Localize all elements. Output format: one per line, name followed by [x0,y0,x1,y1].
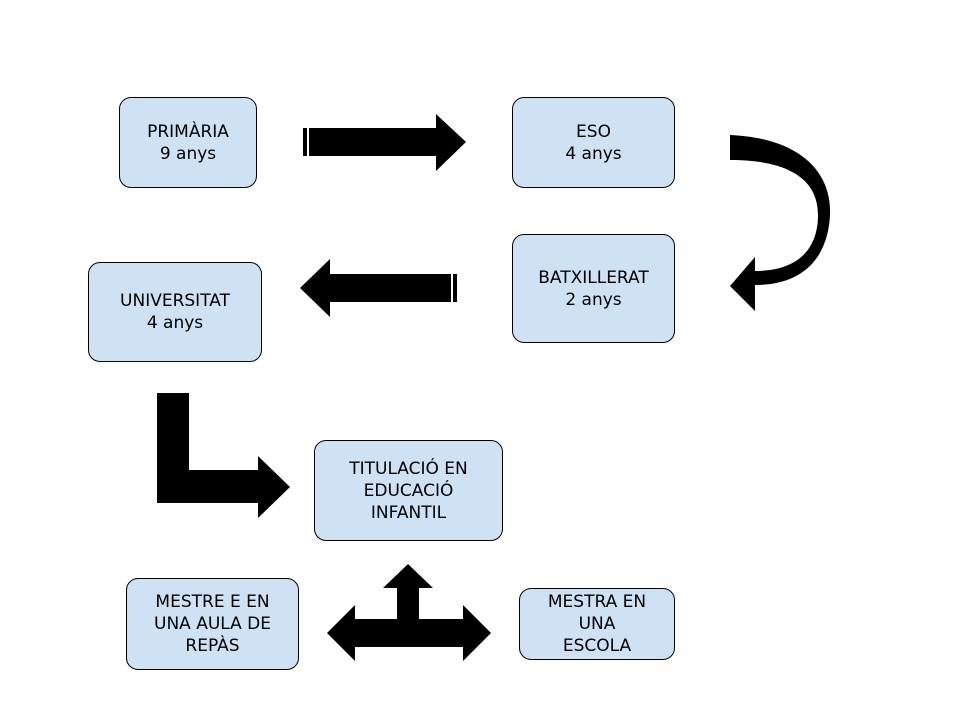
node-mestre-repas: MESTRE E EN UNA AULA DE REPÀS [126,578,299,670]
node-eso-duration: 4 anys [565,143,622,164]
node-titulacio-line1: TITULACIÓ EN [349,458,468,479]
node-mestra-escola-line1: MESTRA EN [547,592,647,612]
node-eso: ESO 4 anys [512,97,675,188]
arrow-split-stem [397,587,419,621]
node-mestre-repas-line1: MESTRE E EN [155,592,270,612]
node-eso-title: ESO [576,121,611,142]
node-mestre-repas-line2: UNA AULA DE [154,614,271,634]
node-titulacio: TITULACIÓ EN EDUCACIÓ INFANTIL [314,440,503,541]
node-titulacio-line3: INFANTIL [370,502,447,523]
node-universitat: UNIVERSITAT 4 anys [88,262,262,362]
node-primaria-duration: 9 anys [159,143,217,164]
node-mestra-escola-line2: UNA [578,614,616,634]
node-primaria: PRIMÀRIA 9 anys [119,97,257,188]
node-mestre-repas-line3: REPÀS [185,636,240,656]
arrow-split-left-right [327,605,491,661]
node-titulacio-line2: EDUCACIÓ [363,480,454,501]
node-universitat-title: UNIVERSITAT [120,291,230,311]
node-universitat-duration: 4 anys [146,313,204,333]
arrow-batxillerat-to-universitat [300,259,457,317]
node-batxillerat-title: BATXILLERAT [538,267,649,288]
node-mestra-escola: MESTRA EN UNA ESCOLA [519,588,675,660]
node-mestra-escola-line3: ESCOLA [562,636,632,656]
node-batxillerat: BATXILLERAT 2 anys [512,234,675,343]
node-batxillerat-duration: 2 anys [565,289,622,310]
arrow-eso-to-batxillerat [730,135,831,311]
arrow-primaria-to-eso [303,114,466,171]
node-primaria-title: PRIMÀRIA [147,121,229,142]
arrow-universitat-to-titulacio [157,393,290,518]
